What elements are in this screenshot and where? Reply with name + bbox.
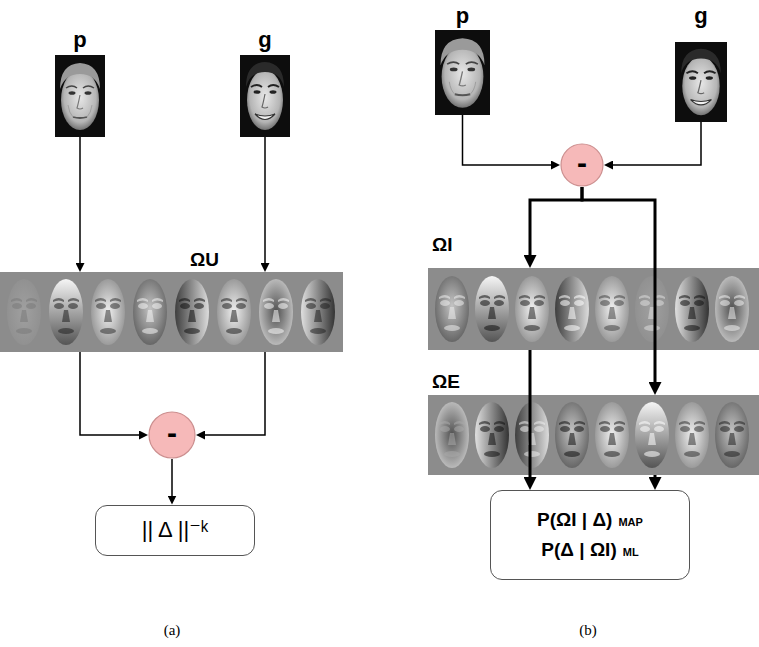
eigenface: [595, 402, 629, 468]
flow-arrow: [79, 137, 81, 268]
subtract-circle-fill: [561, 144, 603, 186]
image-label: p: [435, 4, 490, 28]
eigenface: [555, 402, 589, 468]
panel-label: (b): [579, 622, 597, 639]
eigenface: [217, 279, 251, 345]
eigenface: [175, 279, 209, 345]
formula: || Δ ||⁻ᵏ: [142, 517, 208, 543]
eigenface: [515, 276, 549, 342]
eigenface-strip: [428, 268, 759, 350]
eigenface: [133, 279, 167, 345]
operator-sign: -: [167, 418, 177, 448]
eigenface: [715, 276, 749, 342]
panel-label-holder: (b): [579, 622, 597, 639]
similarity-box: || Δ ||⁻ᵏ: [95, 505, 255, 556]
eigenface: [259, 279, 293, 345]
eigenface-strip: [428, 395, 759, 475]
space-label: ΩE: [432, 372, 460, 393]
flow-arrow: [463, 115, 556, 165]
subtract-node: -: [148, 411, 196, 459]
gallery-image: g: [675, 42, 727, 122]
eigenface: [595, 276, 629, 342]
flow-arrow: [171, 459, 173, 500]
panel-label-holder: (a): [164, 622, 181, 639]
eigenface: [7, 279, 41, 345]
flow-arrow: [529, 350, 532, 484]
eigenface: [435, 402, 469, 468]
face-photo: [55, 55, 105, 137]
formula-row: P(Δ | ΩI) ML: [541, 539, 638, 561]
formula: P(ΩI | Δ): [537, 509, 612, 531]
space-label: ΩI: [432, 235, 453, 256]
face-photo: [240, 55, 290, 137]
eigenface-space: ΩU: [0, 272, 343, 352]
estimator-tag: MAP: [618, 516, 642, 528]
eigenface-strip: [0, 272, 343, 352]
flow-arrow: [654, 475, 657, 484]
flow-arrow: [582, 187, 655, 389]
extrapersonal-space: ΩE: [428, 395, 759, 475]
eigenface: [435, 276, 469, 342]
eigenface: [475, 402, 509, 468]
flow-arrow: [264, 137, 266, 268]
eigenface: [675, 402, 709, 468]
flow-arrow: [201, 352, 266, 435]
operator-sign: -: [577, 148, 587, 178]
probe-image: p: [55, 55, 105, 137]
eigenface: [49, 279, 83, 345]
estimator-tag: ML: [623, 546, 639, 558]
subtract-circle-fill: [149, 412, 195, 458]
image-label: g: [240, 28, 290, 52]
eigenface: [515, 402, 549, 468]
eigenface: [635, 276, 669, 342]
panel-label: (a): [164, 622, 181, 639]
intrapersonal-space: ΩI: [428, 268, 759, 350]
eigenface: [715, 402, 749, 468]
space-label: ΩU: [190, 250, 219, 271]
flow-arrow: [530, 187, 582, 262]
flow-arrow: [609, 122, 702, 165]
image-label: p: [55, 28, 105, 52]
probability-box: P(ΩI | Δ) MAPP(Δ | ΩI) ML: [490, 490, 690, 580]
eigenface: [91, 279, 125, 345]
eigenface: [635, 402, 669, 468]
eigenface: [301, 279, 335, 345]
eigenface: [555, 276, 589, 342]
flow-arrow: [80, 352, 144, 435]
formula: P(Δ | ΩI): [541, 539, 616, 561]
probe-image: p: [435, 30, 490, 115]
eigenface: [675, 276, 709, 342]
formula-row: P(ΩI | Δ) MAP: [537, 509, 643, 531]
gallery-image: g: [240, 55, 290, 137]
image-label: g: [675, 4, 727, 28]
face-photo: [435, 30, 490, 115]
eigenface: [475, 276, 509, 342]
subtract-node: -: [560, 143, 604, 187]
face-photo: [675, 42, 727, 122]
